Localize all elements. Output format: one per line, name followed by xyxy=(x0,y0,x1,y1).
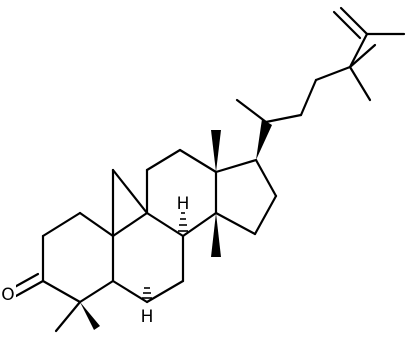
c17-side-chain-wedge xyxy=(256,119,272,160)
svg-text:O: O xyxy=(1,285,14,305)
c14-methyl-wedge xyxy=(211,213,221,257)
ring-d xyxy=(214,158,278,236)
c4-gem-dimethyl xyxy=(54,300,100,333)
h-c5-label: H xyxy=(141,307,154,327)
c5-h-hash xyxy=(142,287,152,299)
ring-b xyxy=(111,211,185,304)
h-c8-label: H xyxy=(177,194,190,214)
oxygen-label: O xyxy=(0,284,16,305)
cyclopropane-ring xyxy=(111,168,149,238)
ring-c xyxy=(145,148,218,238)
side-chain xyxy=(235,6,406,124)
c8-h-hash xyxy=(178,212,188,232)
svg-text:H: H xyxy=(141,307,154,327)
svg-text:H: H xyxy=(177,194,190,214)
c13-methyl-wedge xyxy=(211,130,221,172)
ring-a xyxy=(41,211,115,304)
